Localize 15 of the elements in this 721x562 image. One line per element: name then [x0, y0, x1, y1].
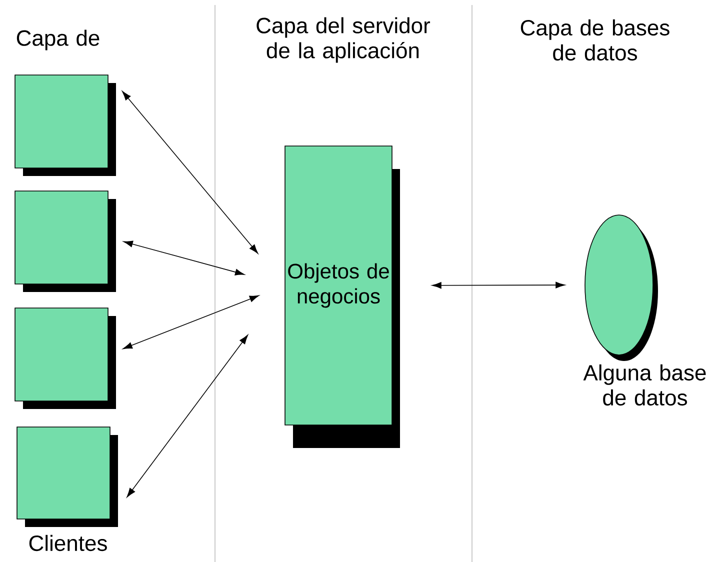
double-arrow — [122, 295, 259, 350]
double-arrow — [432, 282, 566, 289]
double-arrow — [123, 240, 245, 276]
database-ellipse — [584, 214, 658, 361]
process-box: Objetos de negocios — [284, 146, 400, 448]
node-caption: Alguna base de datos — [583, 364, 706, 406]
client-box — [16, 426, 118, 527]
client-box — [14, 308, 116, 409]
double-arrow — [122, 91, 258, 254]
layer-heading: Capa del servidor de la aplicación — [256, 17, 430, 63]
layer-heading: Capa de bases de datos — [520, 19, 670, 61]
client-box — [14, 190, 116, 292]
double-arrow — [126, 334, 248, 498]
layer-heading: Capa de — [16, 30, 100, 50]
client-box — [14, 74, 116, 176]
